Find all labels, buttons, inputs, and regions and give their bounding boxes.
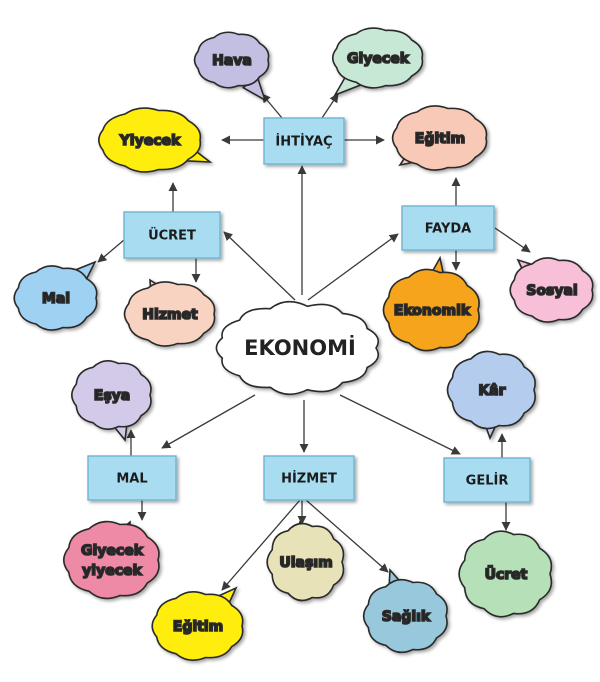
cloud-label: Hava: [212, 53, 252, 69]
cloud-shape: [123, 281, 216, 347]
box-ucret-label: ÜCRET: [148, 228, 196, 244]
cloud-shape: [62, 520, 160, 600]
cloud-ulasim: Ulaşım: [266, 520, 345, 602]
cloud-ucret-cloud: Ücret: [458, 530, 553, 618]
cloud-giyecek-yiyecek: Giyecek yiyecek: [62, 520, 160, 600]
box-fayda: FAYDA: [401, 205, 495, 251]
cloud-esya: Eşya: [71, 360, 152, 442]
box-mal: MAL: [87, 455, 177, 501]
cloud-label: Ücret: [485, 565, 528, 583]
cloud-label: Mal: [42, 291, 70, 307]
cloud-yiyecek: Yiyecek: [98, 107, 213, 173]
arrow-fayda-sosyal: [494, 227, 531, 253]
connector-lines: [97, 93, 531, 591]
cloud-shape: [362, 578, 448, 654]
cloud-shape: [391, 105, 488, 171]
cloud-label: Eşya: [94, 388, 130, 404]
category-boxes: İHTİYAÇ ÜCRET FAYDA MAL HİZMET GELİR: [87, 117, 531, 503]
cloud-shape: [382, 268, 480, 352]
cloud-saglik: Sağlık: [362, 568, 448, 654]
box-ihtiyac-label: İHTİYAÇ: [275, 134, 332, 150]
box-gelir: GELİR: [443, 457, 531, 503]
arrow-ihtiyac-giyecek: [321, 93, 339, 119]
cloud-hava: Hava: [193, 31, 270, 102]
cloud-kar: Kâr: [446, 350, 536, 441]
center-label: EKONOMİ: [244, 335, 356, 360]
cloud-label: Hizmet: [142, 307, 198, 323]
cloud-label: Ulaşım: [279, 555, 332, 571]
cloud-label: Sosyal: [526, 283, 577, 299]
center-cloud-shape: [215, 300, 379, 396]
box-hizmet-label: HİZMET: [281, 471, 337, 487]
arrow-hizmet-egitim: [221, 499, 301, 591]
cloud-giyecek-top: Giyecek: [331, 27, 424, 97]
box-gelir-label: GELİR: [466, 473, 509, 489]
cloud-label: Ekonomik: [394, 303, 471, 319]
cloud-shape: [266, 522, 345, 602]
box-ucret: ÜCRET: [123, 211, 221, 259]
cloud-hizmet-cloud: Hizmet: [123, 278, 216, 347]
box-ihtiyac: İHTİYAÇ: [263, 117, 345, 165]
arrow-ihtiyac-hava: [261, 93, 283, 119]
cloud-shape: [331, 27, 424, 89]
cloud-shape: [446, 350, 536, 430]
cloud-egitim-top: Eğitim: [391, 105, 488, 171]
cloud-shape: [13, 265, 98, 331]
cloud-label: Giyecek: [347, 51, 410, 67]
cloud-label: Eğitim: [173, 619, 223, 635]
cloud-shape: [509, 257, 594, 323]
cloud-label: Eğitim: [415, 131, 465, 147]
arrow-ekonomi-gelir: [339, 394, 461, 455]
cloud-shape: [193, 31, 270, 89]
cloud-shape: [98, 107, 202, 173]
cloud-label-line1: Giyecek: [81, 543, 144, 559]
center-node-ekonomi: EKONOMİ: [215, 300, 379, 396]
arrow-ekonomi-mal: [161, 394, 256, 449]
cloud-shape: [71, 360, 152, 430]
cloud-label: Yiyecek: [119, 133, 181, 149]
box-hizmet: HİZMET: [263, 455, 355, 501]
arrow-hizmet-saglik: [305, 499, 389, 573]
cloud-ekonomik: Ekonomik: [382, 255, 480, 352]
cloud-shape: [151, 591, 244, 661]
arrow-ucret-mal: [97, 239, 125, 263]
cloud-label-line2: yiyecek: [82, 563, 142, 579]
arrow-ekonomi-fayda: [307, 233, 399, 301]
cloud-sosyal: Sosyal: [509, 257, 594, 323]
cloud-label: Kâr: [478, 383, 505, 399]
box-fayda-label: FAYDA: [425, 222, 471, 237]
cloud-mal-cloud: Mal: [13, 260, 98, 331]
cloud-shape: [458, 530, 553, 618]
cloud-egitim-bottom: Eğitim: [151, 586, 244, 661]
cloud-label: Sağlık: [382, 609, 431, 625]
arrow-ekonomi-ucret: [223, 231, 296, 301]
box-mal-label: MAL: [116, 472, 147, 487]
